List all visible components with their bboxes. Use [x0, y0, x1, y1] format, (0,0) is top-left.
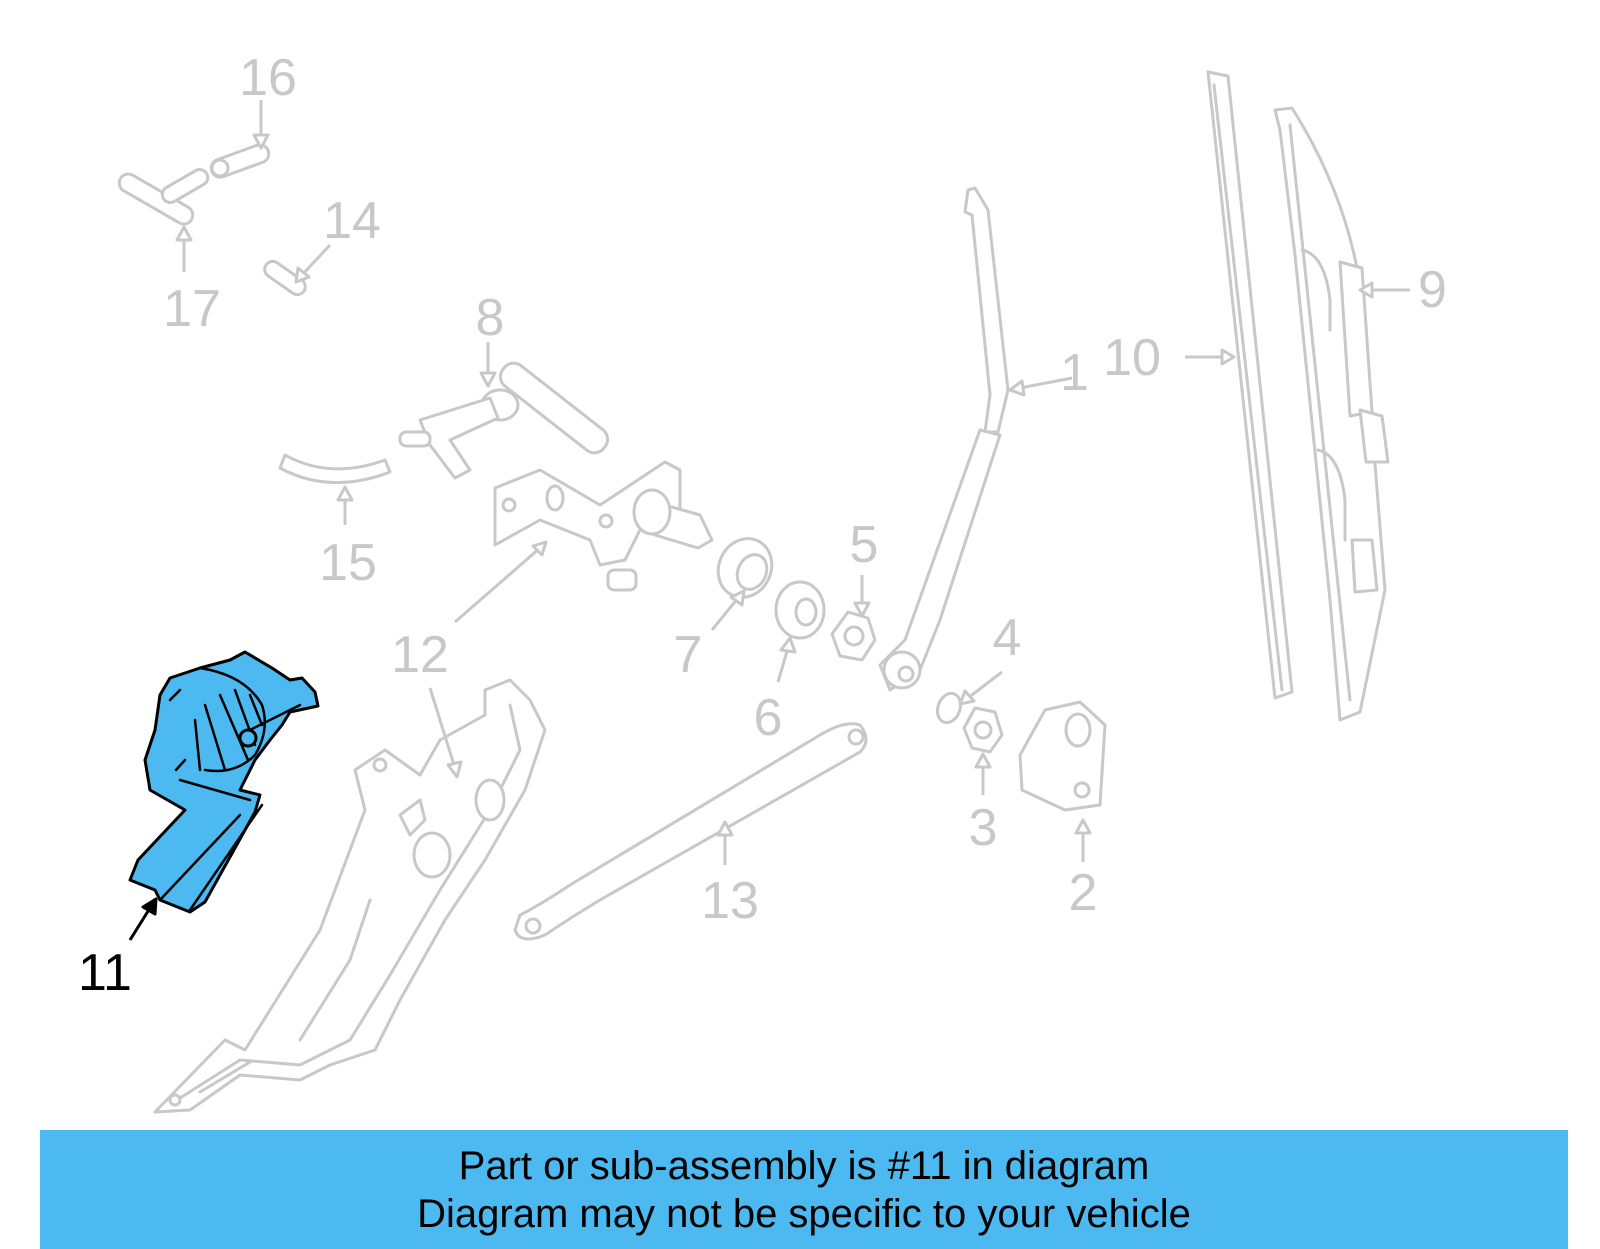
part-15-hose	[278, 453, 392, 485]
banner-line-disclaimer: Diagram may not be specific to your vehi…	[417, 1191, 1191, 1236]
part-8-linkage	[398, 361, 610, 480]
callout-17: 17	[163, 280, 221, 338]
callout-10: 10	[1103, 329, 1161, 387]
callout-6: 6	[754, 689, 783, 747]
part-12-upper-bracket	[493, 460, 714, 592]
part-12-frame	[153, 678, 547, 1114]
part-3-nut	[962, 706, 1004, 754]
part-10-blade-rubber	[1206, 70, 1294, 700]
part-4-o-ring	[935, 691, 963, 725]
callout-16: 16	[239, 49, 297, 107]
callout-4: 4	[993, 609, 1022, 667]
part-13-drive-link	[513, 722, 868, 941]
callout-15: 15	[319, 534, 377, 592]
part-9-wiper-blade	[1273, 106, 1390, 722]
banner-line-part: Part or sub-assembly is #11 in diagram	[458, 1143, 1150, 1188]
part-7-grommet	[716, 537, 774, 599]
callout-9: 9	[1418, 261, 1447, 319]
callout-5: 5	[850, 516, 879, 574]
leader-lines	[128, 100, 1410, 941]
callout-8: 8	[476, 289, 505, 347]
part-16-pin	[209, 143, 271, 179]
callout-labels: 1 2 3 4 5 6 7 8 9 10 11 12 13 14 15 16 1…	[78, 49, 1447, 1002]
part-6-bushing	[774, 580, 826, 640]
callout-3: 3	[969, 799, 998, 857]
part-2-cap	[1018, 700, 1107, 812]
callout-13: 13	[701, 872, 759, 930]
part-11-wiper-motor[interactable]	[128, 650, 320, 914]
callout-7: 7	[674, 626, 703, 684]
part-14-pin	[263, 259, 307, 297]
callout-11: 11	[78, 944, 132, 1002]
part-1-wiper-arm	[878, 186, 1010, 692]
callout-2: 2	[1069, 864, 1098, 922]
callout-1: 1	[1060, 344, 1089, 402]
callout-12: 12	[391, 626, 449, 684]
part-17-t-clip	[117, 168, 210, 226]
callout-14: 14	[323, 192, 381, 250]
info-banner: Part or sub-assembly is #11 in diagram D…	[40, 1130, 1568, 1249]
part-5-nut	[830, 610, 877, 662]
